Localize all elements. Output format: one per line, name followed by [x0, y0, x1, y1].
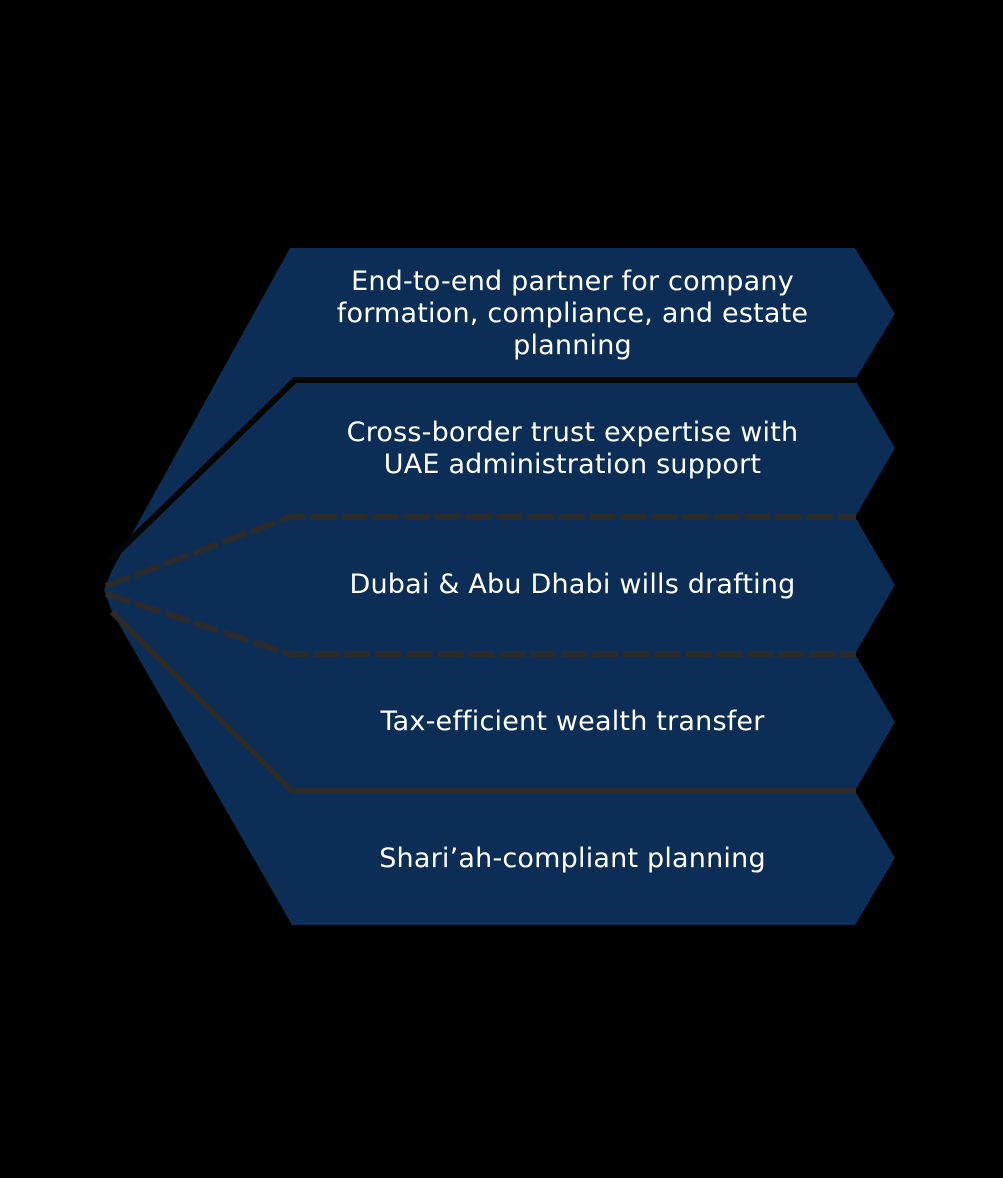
divider-2 — [104, 514, 856, 589]
band-label-cross-border-trust: Cross-border trust expertise with UAE ad… — [346, 417, 799, 480]
band-label-shariah-planning: Shari’ah-compliant planning — [379, 843, 766, 874]
band-label-tax-efficient-transfer: Tax-efficient wealth transfer — [380, 706, 765, 737]
divider-3 — [105, 591, 856, 657]
divider-1 — [107, 377, 856, 563]
divider-4 — [109, 609, 856, 794]
fan-body — [104, 248, 895, 925]
band-label-wills-drafting: Dubai & Abu Dhabi wills drafting — [349, 569, 796, 600]
band-label-company-formation: End-to-end partner for company formation… — [336, 266, 809, 361]
